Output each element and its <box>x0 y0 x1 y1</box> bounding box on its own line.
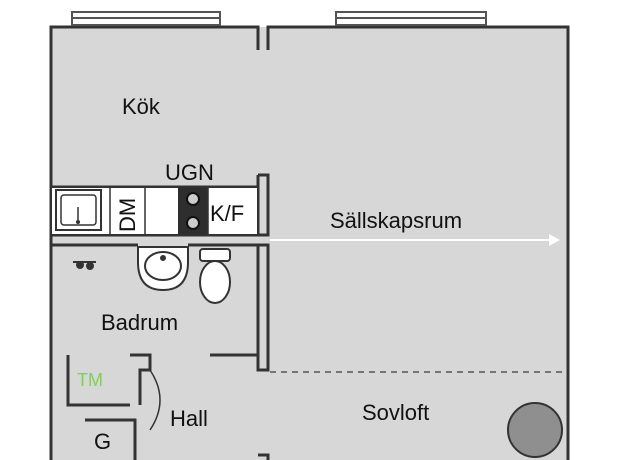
room-label-kok: Kök <box>122 94 161 119</box>
washbasin-bowl <box>144 251 182 281</box>
fixture-label-dm: DM <box>115 198 140 232</box>
arrow-right-icon <box>270 234 560 246</box>
center-wall-lower <box>256 243 270 372</box>
toilet-icon <box>199 260 231 304</box>
washbasin-drain <box>160 255 166 261</box>
door-swing <box>149 369 161 431</box>
round-object-icon <box>507 402 563 458</box>
stove-burner-bottom <box>186 216 200 230</box>
room-label-sallskapsrum: Sällskapsrum <box>330 208 462 233</box>
kitchen-counter <box>50 186 259 236</box>
sink-drain <box>76 220 80 224</box>
faucet-icon <box>73 261 96 270</box>
stove-burner-top <box>186 192 200 206</box>
fixture-label-ugn: UGN <box>165 160 214 185</box>
hall-left-wall <box>85 418 137 460</box>
room-label-sovloft: Sovloft <box>362 400 429 425</box>
fixture-label-tm: TM <box>77 370 103 390</box>
center-wall-bottom <box>258 453 270 460</box>
bathroom-bottom-wall <box>66 355 130 407</box>
top-wall-right <box>266 25 570 460</box>
fixture-label-kf: K/F <box>210 201 244 226</box>
room-label-hall: Hall <box>170 406 208 431</box>
room-label-badrum: Badrum <box>101 310 178 335</box>
bathroom-fixtures <box>73 246 231 304</box>
toilet-tank <box>199 248 231 262</box>
fixture-label-g: G <box>94 429 111 454</box>
windows <box>71 11 487 26</box>
